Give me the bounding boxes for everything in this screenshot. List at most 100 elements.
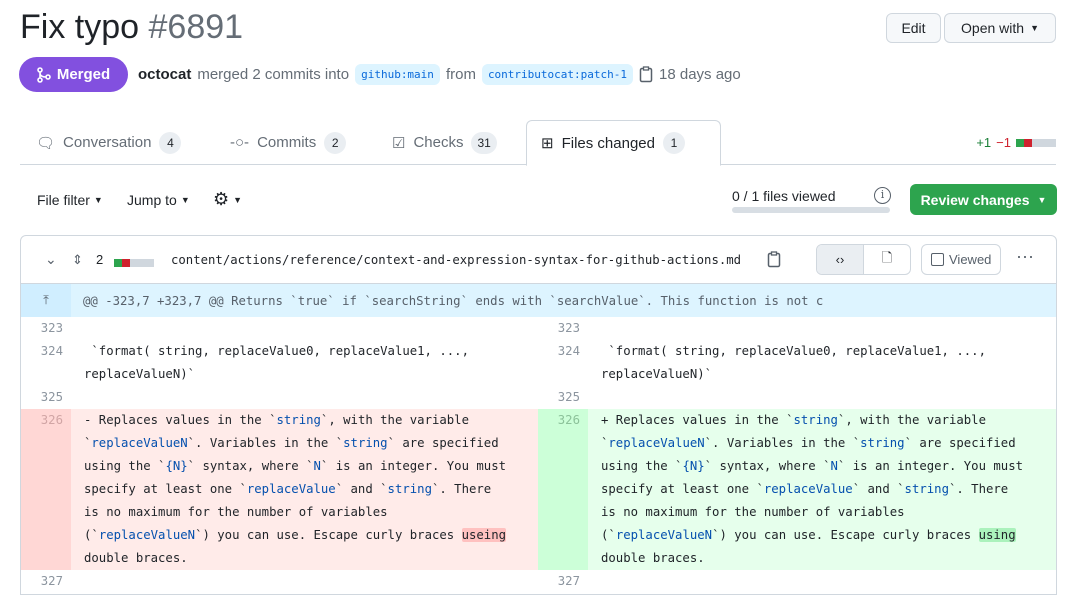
code-cell: ​- Replaces values in the `string`, with…: [71, 409, 538, 570]
code-text: ` are specified: [904, 436, 1016, 450]
line-number[interactable]: 325: [40, 390, 63, 404]
code-text: `, with the variable: [320, 413, 469, 427]
code-text: using the `: [601, 459, 683, 473]
file-filter-button[interactable]: File filter▼: [37, 192, 103, 208]
base-branch[interactable]: github:main: [355, 64, 440, 85]
tab-label: Commits: [257, 134, 317, 151]
author-link[interactable]: octocat: [138, 66, 192, 83]
code-cell: ​: [71, 317, 538, 340]
code-icon: ‹›: [835, 252, 845, 267]
copy-icon[interactable]: [767, 251, 781, 268]
code-line: ​: [84, 317, 538, 340]
code-text: N: [313, 459, 321, 473]
right-side: 327​: [538, 570, 1056, 593]
line-number[interactable]: 326: [538, 409, 588, 570]
code-text: `, with the variable: [837, 413, 986, 427]
tab-label: Files changed: [561, 134, 655, 152]
code-line: ​: [601, 317, 1056, 340]
edit-button[interactable]: Edit: [886, 13, 941, 43]
code-line: ​: [601, 386, 1056, 409]
tab-label: Checks: [413, 134, 464, 151]
code-text: {N}: [682, 459, 705, 473]
pr-number: #6891: [148, 8, 244, 46]
deleted-word: useing: [461, 528, 507, 542]
code-text: N: [830, 459, 838, 473]
line-number[interactable]: 327: [557, 574, 580, 588]
caret-down-icon: ▼: [180, 195, 190, 205]
code-text: ` are specified: [387, 436, 499, 450]
expand-up-icon[interactable]: ⤒: [21, 284, 71, 317]
from-text: from: [445, 66, 476, 83]
code-text: string: [276, 413, 321, 427]
line-number[interactable]: 325: [557, 390, 580, 404]
line-number[interactable]: 323: [557, 321, 580, 335]
more-options-icon[interactable]: ···: [1016, 246, 1034, 266]
code-cell: ​+ Replaces values in the `string`, with…: [588, 409, 1056, 570]
code-text: (`: [601, 528, 616, 542]
code-line: ​- Replaces values in the `string`, with…: [84, 409, 538, 432]
line-number[interactable]: 323: [40, 321, 63, 335]
copy-icon[interactable]: [639, 66, 653, 83]
code-text: `. There: [431, 482, 492, 496]
line-number[interactable]: 326: [21, 409, 71, 570]
code-text: replaceValueN: [98, 528, 196, 542]
files-viewed-progress: [732, 207, 890, 213]
open-with-button[interactable]: Open with▼: [944, 13, 1056, 43]
review-label: Review changes: [920, 191, 1030, 208]
code-line: ​ `format( string, replaceValue0, replac…: [601, 340, 1056, 363]
code-text: `) you can use. Escape curly braces: [712, 528, 979, 542]
jump-to-button[interactable]: Jump to▼: [127, 192, 190, 208]
code-line: ​(`replaceValueN`) you can use. Escape c…: [84, 524, 538, 547]
expand-all-icon[interactable]: ⇕: [72, 251, 83, 267]
code-text: `. There: [948, 482, 1009, 496]
code-text: {N}: [165, 459, 188, 473]
pr-title-text: Fix typo: [20, 8, 140, 46]
merged-badge: Merged: [19, 57, 128, 92]
code-text: ` is an integer. You must: [837, 459, 1024, 473]
viewed-checkbox[interactable]: Viewed: [921, 244, 1001, 275]
right-side: 323 ​: [538, 317, 1056, 340]
review-changes-button[interactable]: Review changes▼: [910, 184, 1057, 215]
merge-icon: [37, 66, 51, 83]
pr-title: Fix typo #6891: [20, 8, 243, 47]
chevron-down-icon[interactable]: ⌄: [45, 251, 57, 267]
source-diff-button[interactable]: ‹›: [817, 245, 864, 274]
diff-row: 323 ​ 323 ​: [21, 317, 1056, 340]
diff-row: 327​327​: [21, 570, 1056, 593]
file-filter-label: File filter: [37, 192, 90, 208]
line-number[interactable]: 327: [40, 574, 63, 588]
diff-row: 324 ​ `format( string, replaceValue0, rep…: [21, 340, 1056, 386]
code-text: using the `: [84, 459, 166, 473]
diffstat-bar: [1016, 135, 1056, 150]
code-text: double braces.: [84, 551, 188, 565]
right-side: 326​+ Replaces values in the `string`, w…: [538, 409, 1056, 570]
tab-count: 31: [471, 131, 497, 154]
line-number[interactable]: 324: [557, 344, 580, 358]
tab-count: 2: [324, 131, 347, 154]
file-diffstat-bar: [114, 255, 154, 270]
rich-diff-button[interactable]: 🗋: [864, 245, 910, 274]
code-text: `: [601, 436, 609, 450]
info-icon[interactable]: i: [874, 187, 891, 204]
files-viewed-text: 0 / 1 files viewed: [732, 188, 836, 204]
code-text: ` syntax, where `: [704, 459, 831, 473]
hunk-header: ⤒@@ -323,7 +323,7 @@ Returns `true` if `…: [21, 284, 1056, 317]
code-text: `) you can use. Escape curly braces: [195, 528, 462, 542]
code-line: ​using the `{N}` syntax, where `N` is an…: [601, 455, 1056, 478]
line-number[interactable]: 324: [40, 344, 63, 358]
file-diff-icon: ⊞: [541, 135, 554, 152]
diff-row: 325​325​: [21, 386, 1056, 409]
head-branch[interactable]: contributocat:patch-1: [481, 64, 634, 85]
code-text: is no maximum for the number of variable…: [601, 505, 905, 519]
code-line: ​: [84, 570, 538, 593]
settings-button[interactable]: ⚙▼: [213, 189, 242, 210]
file-path[interactable]: content/actions/reference/context-and-ex…: [171, 252, 742, 267]
file-changes-count: 2: [96, 252, 104, 267]
caret-down-icon: ▼: [233, 194, 243, 205]
tab-label: Conversation: [63, 134, 152, 151]
code-text: replaceValueN)`: [601, 367, 713, 381]
